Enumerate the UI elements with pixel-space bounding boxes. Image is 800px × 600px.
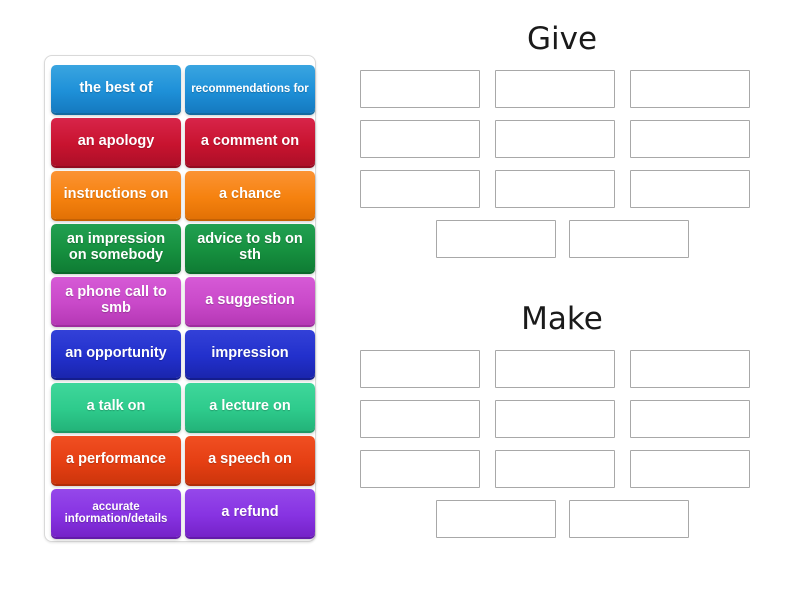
word-tile[interactable]: impression: [185, 330, 315, 378]
drop-slot[interactable]: [495, 450, 615, 489]
drop-slot-row: [352, 400, 772, 439]
word-tile[interactable]: a lecture on: [185, 383, 315, 431]
word-tile-label: an apology: [77, 133, 155, 150]
word-tile-label: a speech on: [208, 451, 292, 468]
drop-slot[interactable]: [495, 170, 615, 209]
word-tile-label: a performance: [66, 451, 166, 468]
drop-slot[interactable]: [360, 120, 480, 159]
drop-slot-row: [352, 120, 772, 159]
drop-slot[interactable]: [495, 120, 615, 159]
answer-section-give: Give: [352, 22, 772, 270]
word-tile[interactable]: a comment on: [185, 118, 315, 166]
word-tile-label: accurate information/details: [64, 500, 168, 525]
word-tile[interactable]: a chance: [185, 171, 315, 219]
word-tile[interactable]: a performance: [51, 436, 181, 484]
word-tile-label: a comment on: [200, 133, 300, 150]
word-tiles-grid: the best of recommendations for an apology…: [51, 63, 315, 539]
drop-slot[interactable]: [630, 170, 750, 209]
word-tile-label: the best of: [79, 80, 153, 97]
drop-slot[interactable]: [630, 70, 750, 109]
word-tile[interactable]: a suggestion: [185, 277, 315, 325]
drop-slot[interactable]: [360, 350, 480, 389]
drop-slot[interactable]: [360, 70, 480, 109]
drop-slot[interactable]: [495, 400, 615, 439]
word-tile-label: a phone call to smb: [65, 284, 167, 316]
word-tile[interactable]: advice to sb on sth: [185, 224, 315, 272]
word-tile[interactable]: recommendations for: [185, 65, 315, 113]
drop-slot[interactable]: [495, 350, 615, 389]
drop-slot[interactable]: [568, 500, 689, 539]
word-tile[interactable]: accurate information/details: [51, 489, 181, 537]
word-tiles-panel: the best of recommendations for an apology…: [44, 55, 316, 542]
word-tile-label: a lecture on: [209, 398, 291, 415]
answer-section-make: Make: [352, 302, 772, 550]
drop-slot[interactable]: [568, 220, 689, 259]
drop-slot[interactable]: [630, 400, 750, 439]
drop-slot-row: [352, 170, 772, 209]
word-tile[interactable]: an apology: [51, 118, 181, 166]
drop-slot-row: [352, 450, 772, 489]
word-tile-label: a chance: [218, 186, 282, 203]
word-tile-label: advice to sb on sth: [197, 231, 303, 263]
drop-slot[interactable]: [630, 120, 750, 159]
drop-slot[interactable]: [630, 450, 750, 489]
drop-slot[interactable]: [360, 450, 480, 489]
word-tile-label: a talk on: [86, 398, 146, 415]
word-tile[interactable]: a refund: [185, 489, 315, 537]
drop-slot-row: [352, 70, 772, 109]
word-tile-label: recommendations for: [191, 82, 309, 95]
drop-slot[interactable]: [495, 70, 615, 109]
drop-slot[interactable]: [435, 220, 556, 259]
drop-slot-row: [352, 220, 772, 259]
word-tile-label: a refund: [221, 504, 279, 521]
drop-slot[interactable]: [630, 350, 750, 389]
word-tile-label: an opportunity: [65, 345, 167, 362]
section-title-give: Give: [526, 21, 598, 57]
word-tile[interactable]: a talk on: [51, 383, 181, 431]
section-title-make: Make: [521, 301, 603, 337]
drop-slot[interactable]: [360, 400, 480, 439]
drop-slots-give: [352, 70, 772, 259]
drop-slot[interactable]: [435, 500, 556, 539]
word-tile[interactable]: a speech on: [185, 436, 315, 484]
drop-slot[interactable]: [360, 170, 480, 209]
word-tile[interactable]: instructions on: [51, 171, 181, 219]
word-tile[interactable]: an impression on somebody: [51, 224, 181, 272]
word-tile[interactable]: an opportunity: [51, 330, 181, 378]
drop-slot-row: [352, 500, 772, 539]
word-tile-label: an impression on somebody: [66, 231, 166, 263]
word-tile[interactable]: the best of: [51, 65, 181, 113]
drop-slot-row: [352, 350, 772, 389]
drop-slots-make: [352, 350, 772, 539]
word-tile[interactable]: a phone call to smb: [51, 277, 181, 325]
word-tile-label: instructions on: [63, 186, 169, 203]
word-tile-label: impression: [211, 345, 289, 362]
word-tile-label: a suggestion: [205, 292, 295, 309]
